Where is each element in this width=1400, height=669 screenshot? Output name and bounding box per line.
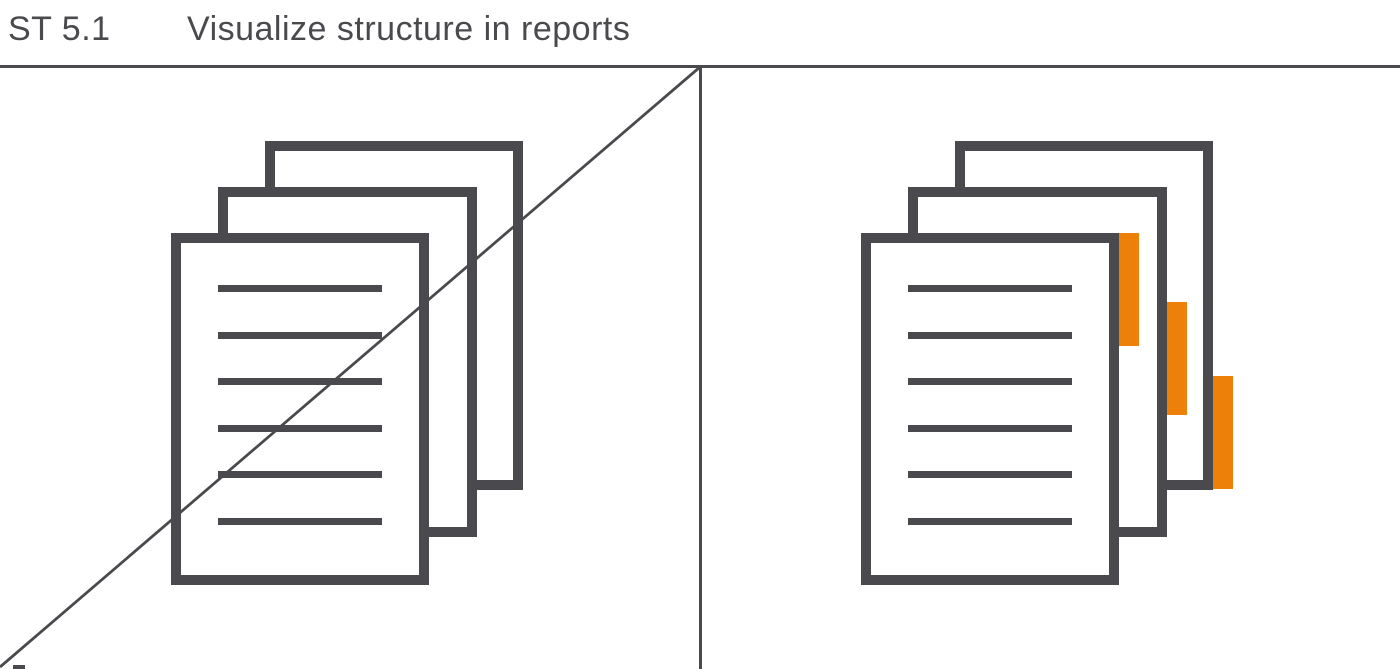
text-line [218,378,382,386]
structure-marker [1119,233,1139,346]
document-stack-with-markers-icon [861,233,1119,585]
text-line [908,424,1072,432]
page-title: Visualize structure in reports [187,10,631,48]
right-panel [0,65,1400,669]
text-line [908,285,1072,292]
text-line [908,378,1072,386]
structure-marker [1167,302,1187,415]
header: ST 5.1 Visualize structure in reports [0,0,1400,65]
panel-divider-line [699,65,702,669]
text-line [218,424,382,432]
text-line [908,331,1072,339]
text-line [218,471,382,479]
text-line [218,518,382,525]
text-line [218,331,382,339]
text-line [218,285,382,292]
text-line [908,518,1072,525]
section-id: ST 5.1 [8,10,111,48]
document-stack-icon [171,233,429,585]
text-line [908,471,1072,479]
structure-marker [1213,376,1233,489]
cropped-edge-mark [13,665,25,669]
